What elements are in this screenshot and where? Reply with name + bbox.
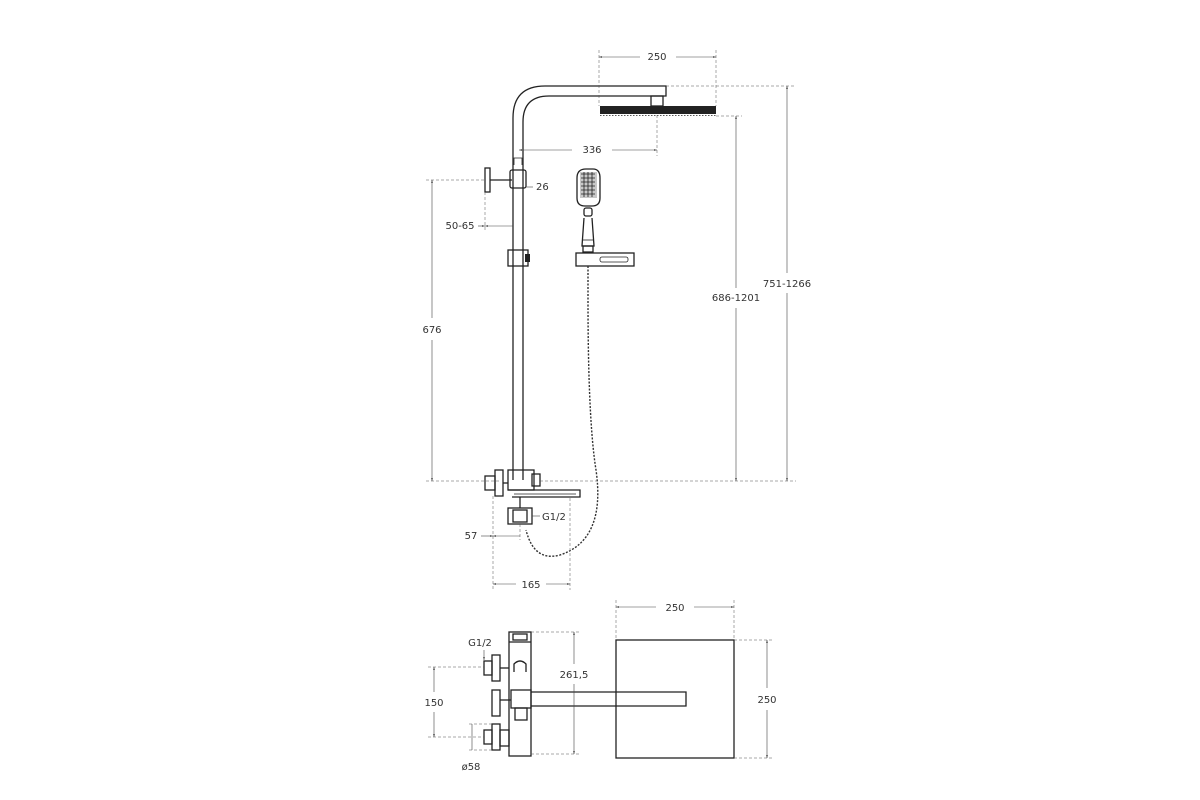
dim-inlet-thread: G1/2: [542, 512, 566, 523]
dim-holder-gap: 26: [536, 182, 549, 193]
shower-hose: [525, 266, 599, 557]
dim-head-height: 686-1201: [712, 293, 760, 304]
plan-view-dimensions: 250 250 261,5 G1/2 150: [424, 600, 777, 773]
dim-inlet-offset: 57: [465, 531, 478, 542]
plan-view: 250 250 261,5 G1/2 150: [424, 600, 777, 773]
dim-total-height: 751-1266: [763, 279, 811, 290]
plan-spout-arm: [531, 691, 687, 707]
dim-bar-height: 676: [422, 325, 441, 336]
dim-wall-offset: 50-65: [445, 221, 474, 232]
dim-inlet-spacing: 150: [424, 698, 443, 709]
dim-plan-head-depth: 250: [757, 695, 776, 706]
hand-shower-button: [583, 207, 593, 217]
dim-plan-head-width: 250: [665, 603, 684, 614]
dim-plan-inlet-thread: G1/2: [468, 638, 492, 649]
dim-arm-reach: 336: [582, 145, 601, 156]
plan-mixer-body: [510, 689, 532, 709]
plan-upper-inlet-handle: [491, 654, 501, 682]
wall-bracket-hook: [513, 157, 523, 165]
dim-spout-length: 165: [521, 580, 540, 591]
overhead-shower-head: [600, 106, 716, 114]
front-view-dimensions: 250 336 26 50-65 676 686-: [422, 50, 811, 591]
shower-column: [512, 85, 667, 480]
front-view: 250 336 26 50-65 676 686-: [422, 50, 811, 591]
bath-spout: [508, 489, 581, 498]
plan-holder-hook: [513, 660, 527, 672]
dim-head-width: 250: [647, 52, 666, 63]
slider-holder-knob: [525, 254, 530, 262]
plan-lower-inlet-handle: [491, 723, 501, 751]
plan-column: [508, 631, 532, 757]
soap-shelf: [575, 252, 635, 267]
mixer-handle: [494, 469, 504, 497]
mixer-body: [507, 469, 535, 491]
wall-bracket-clamp: [509, 169, 527, 189]
mixer-handle-knob: [484, 475, 496, 491]
plan-shower-head: [615, 639, 735, 759]
plan-middle-handle: [491, 689, 501, 717]
diverter: [531, 473, 541, 487]
hand-shower: [576, 168, 601, 253]
dim-projection: 261,5: [560, 670, 589, 681]
head-connector: [650, 95, 664, 107]
dim-flange-diameter: ø58: [462, 762, 481, 773]
wall-bracket-flange: [484, 167, 491, 193]
